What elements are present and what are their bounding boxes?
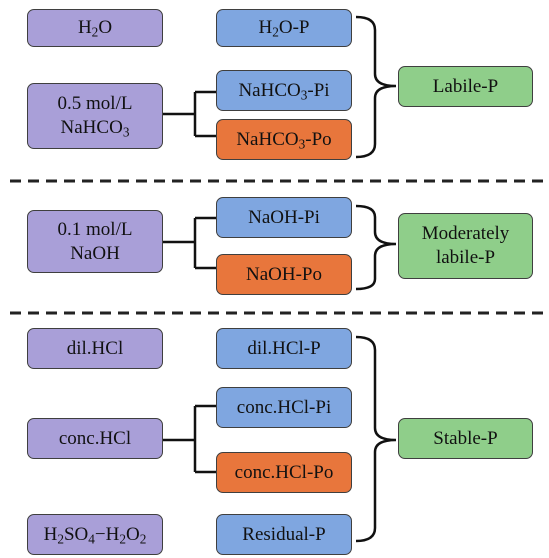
fraction-nahco3-pi: NaHCO3-Pi [216,70,352,111]
brace-stable [355,335,397,543]
fraction-dil-hcl-p: dil.HCl-P [216,328,352,369]
fraction-nahco3-po: NaHCO3-Po [216,119,352,160]
pool-stable-p: Stable-P [398,418,533,459]
pool-labile-p: Labile-P [398,66,533,107]
fraction-naoh-pi: NaOH-Pi [216,197,352,238]
fraction-h2o-p: H2O-P [216,9,352,47]
reagent-h2o: H2O [27,9,163,47]
fork-nahco3 [163,90,216,138]
fork-conc-hcl [163,404,216,474]
fork-naoh [163,216,216,270]
pool-moderately-labile-p: Moderately labile-P [398,213,533,279]
fraction-conc-hcl-pi: conc.HCl-Pi [216,387,352,428]
fraction-residual-p: Residual-P [216,514,352,555]
reagent-dil-hcl: dil.HCl [27,328,163,369]
brace-moderately [355,204,397,291]
reagent-h2so4-h2o2: H2SO4−H2O2 [27,514,163,555]
fraction-conc-hcl-po: conc.HCl-Po [216,452,352,493]
fraction-naoh-po: NaOH-Po [216,254,352,295]
reagent-nahco3: 0.5 mol/L NaHCO3 [27,83,163,149]
brace-labile [355,15,397,159]
reagent-conc-hcl: conc.HCl [27,418,163,459]
reagent-naoh: 0.1 mol/L NaOH [27,210,163,273]
